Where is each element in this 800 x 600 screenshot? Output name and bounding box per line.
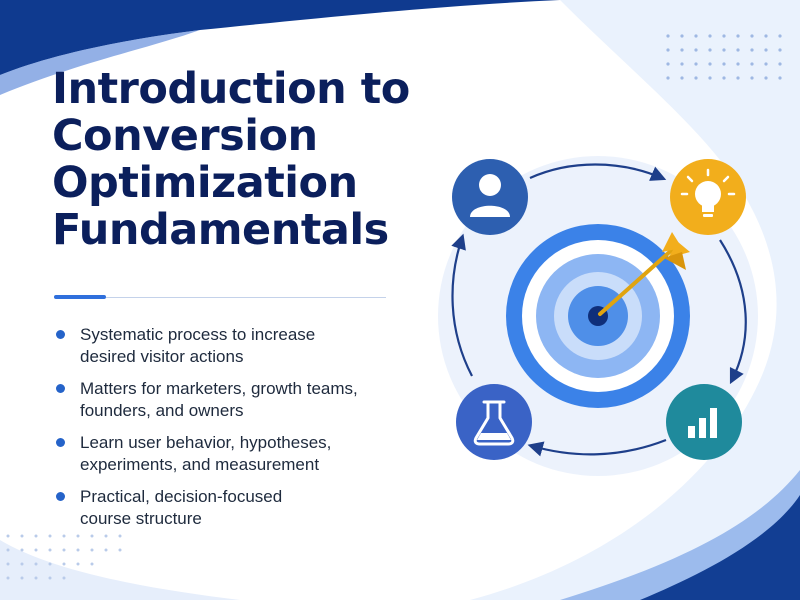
arrow-bottom bbox=[527, 438, 667, 457]
title-line: Introduction to bbox=[52, 64, 410, 114]
arrow-left bbox=[451, 233, 473, 377]
dart-icon bbox=[598, 232, 690, 316]
bullet-dot bbox=[56, 384, 65, 393]
bullet-dot bbox=[56, 330, 65, 339]
bullet-text: desired visitor actions bbox=[80, 347, 244, 366]
page-title: Introduction to Conversion Optimization … bbox=[52, 66, 452, 254]
bullet-text: Learn user behavior, hypotheses, bbox=[80, 433, 332, 452]
flask-icon bbox=[456, 384, 532, 460]
bullet-list: Systematic process to increase desired v… bbox=[56, 324, 396, 540]
bar-chart-icon bbox=[666, 384, 742, 460]
title-line: Conversion bbox=[52, 111, 318, 161]
top-left-wave-light bbox=[0, 30, 200, 95]
dot-grid-top-right bbox=[666, 34, 782, 80]
list-item: Learn user behavior, hypotheses, experim… bbox=[56, 432, 396, 476]
arrow-top bbox=[529, 163, 667, 181]
bullet-text: Practical, decision-focused bbox=[80, 487, 283, 506]
bullet-dot bbox=[56, 492, 65, 501]
cycle-diagram bbox=[438, 156, 758, 476]
bullet-text: Systematic process to increase bbox=[80, 325, 316, 344]
bottom-right-wave bbox=[640, 495, 800, 600]
bullet-text: experiments, and measurement bbox=[80, 455, 320, 474]
title-line: Optimization bbox=[52, 158, 358, 208]
arrow-right bbox=[719, 239, 747, 385]
bottom-left-wave bbox=[0, 540, 240, 600]
title-divider bbox=[106, 297, 386, 298]
title-line: Fundamentals bbox=[52, 205, 389, 255]
bullet-text: Matters for marketers, growth teams, bbox=[80, 379, 358, 398]
list-item: Matters for marketers, growth teams, fou… bbox=[56, 378, 396, 422]
dot-grid-bottom-left bbox=[6, 534, 122, 580]
target-icon bbox=[506, 224, 690, 408]
list-item: Practical, decision-focused course struc… bbox=[56, 486, 396, 530]
bullet-dot bbox=[56, 438, 65, 447]
title-accent-bar bbox=[54, 295, 106, 299]
bullet-text: course structure bbox=[80, 509, 202, 528]
user-icon bbox=[452, 159, 528, 235]
bullet-text: founders, and owners bbox=[80, 401, 244, 420]
list-item: Systematic process to increase desired v… bbox=[56, 324, 396, 368]
top-left-wave bbox=[0, 0, 560, 75]
lightbulb-icon bbox=[670, 159, 746, 235]
